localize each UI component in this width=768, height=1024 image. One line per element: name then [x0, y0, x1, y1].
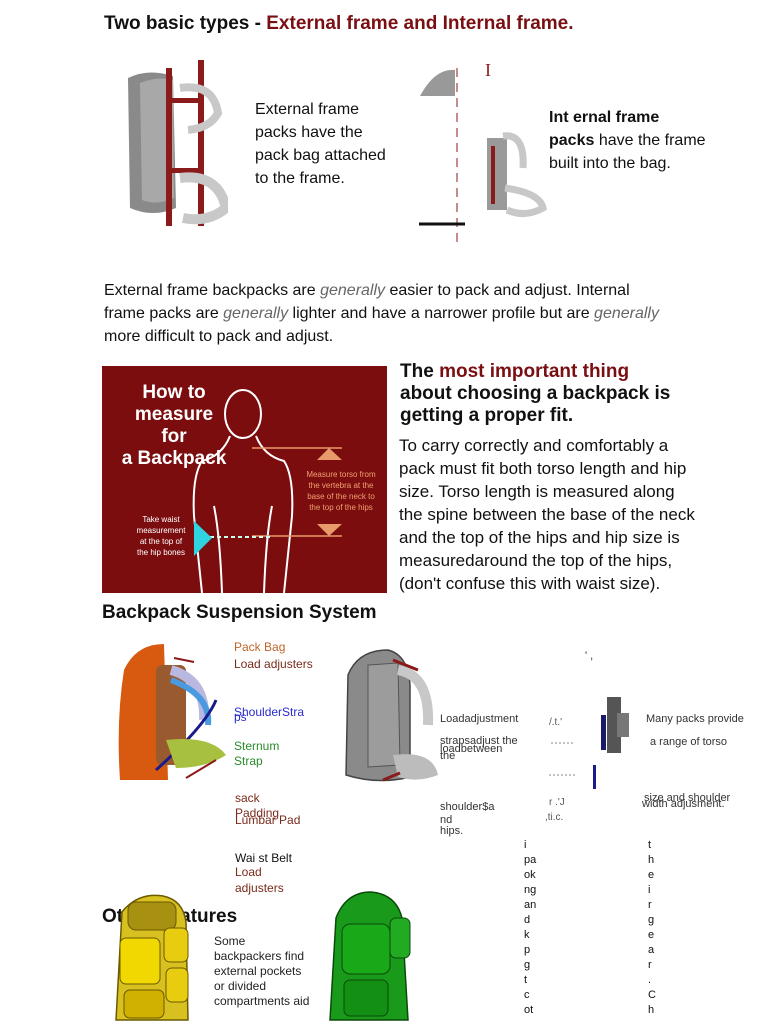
grey-pack-image	[345, 649, 438, 782]
label-load-adjusters: Load adjusters	[234, 657, 313, 671]
mid-nd-label: nd	[440, 814, 453, 826]
title-prefix: Two basic types -	[104, 13, 267, 34]
label-load: Load	[235, 865, 262, 879]
label-shoulder-straps: ShoulderStra	[234, 705, 305, 719]
right-label-1: Many packs provide	[646, 713, 744, 725]
internal-frame-description: Int ernal frame packs have the frame bui…	[549, 109, 706, 172]
mid-the-label: the	[440, 750, 456, 762]
external-frame-pack-image	[128, 60, 228, 226]
measure-backpack-image: How to measure for a Backpack Measure to…	[102, 366, 387, 593]
comparison-paragraph: External frame backpacks are generally e…	[104, 282, 659, 345]
features-text: Some backpackers find external pockets o…	[214, 934, 310, 1008]
mid-straps-label: strapsadjust the	[440, 735, 518, 747]
internal-frame-pack-image: I	[419, 60, 547, 248]
label-lumbar-pad: Lumbar Pad	[235, 813, 301, 827]
label-pack-bag: Pack Bag	[234, 640, 286, 654]
vertical-text-column-b: t h e i r g e a r . C h	[648, 839, 656, 1016]
mid-load-label: Loadadjustment	[440, 713, 519, 725]
label-waist-belt: Wai st Belt	[235, 851, 292, 865]
right-label-4: width adjusment.	[642, 798, 725, 810]
label-sack: sack	[235, 791, 260, 805]
label-ps: ps	[234, 710, 247, 724]
label-sternum: Sternum	[234, 739, 280, 753]
svg-text:,ti.c.: ,ti.c.	[545, 812, 563, 823]
right-label-3: size and shoulder	[644, 792, 731, 804]
green-pack-image	[329, 891, 411, 1021]
label-padding: Padding	[235, 806, 280, 820]
vertical-text-column-a: i pa ok ng an d k p g t c ot	[524, 839, 537, 1016]
mid-shoulder-label: shoulder$a	[440, 801, 495, 813]
mid-loadbetween-label: loadbetween	[440, 743, 503, 755]
yellow-pack-image	[115, 894, 189, 1021]
external-frame-description: External frame packs have the pack bag a…	[255, 101, 386, 187]
fit-heading: The most important thing about choosing …	[400, 361, 671, 426]
svg-text:/.t.': /.t.'	[549, 717, 562, 728]
suspension-heading: Backpack Suspension System	[102, 602, 377, 623]
mid-hips-label: hips.	[440, 825, 464, 837]
torso-figure	[192, 389, 342, 593]
waist-note: Take waist measurement at the top of the…	[136, 515, 186, 557]
svg-text:I: I	[485, 60, 491, 80]
title-highlight: External frame and Internal frame.	[266, 13, 574, 34]
suspension-pack-image	[118, 644, 226, 780]
measure-title: How to measure for a Backpack	[121, 382, 227, 469]
label-strap: Strap	[234, 754, 263, 768]
svg-text:r .'J: r .'J	[549, 797, 565, 808]
page-title: Two basic types - External frame and Int…	[104, 13, 574, 35]
label-adjusters: adjusters	[235, 881, 284, 895]
torso-note: Measure torso from the vertebra at the b…	[306, 470, 376, 512]
torso-adjust-image: ' , /.t.' r .'J ,ti.c.	[545, 650, 629, 823]
right-label-2: a range of torso	[650, 736, 728, 748]
fit-body: To carry correctly and comfortably a pac…	[399, 436, 695, 593]
svg-text:' ,: ' ,	[585, 650, 593, 662]
